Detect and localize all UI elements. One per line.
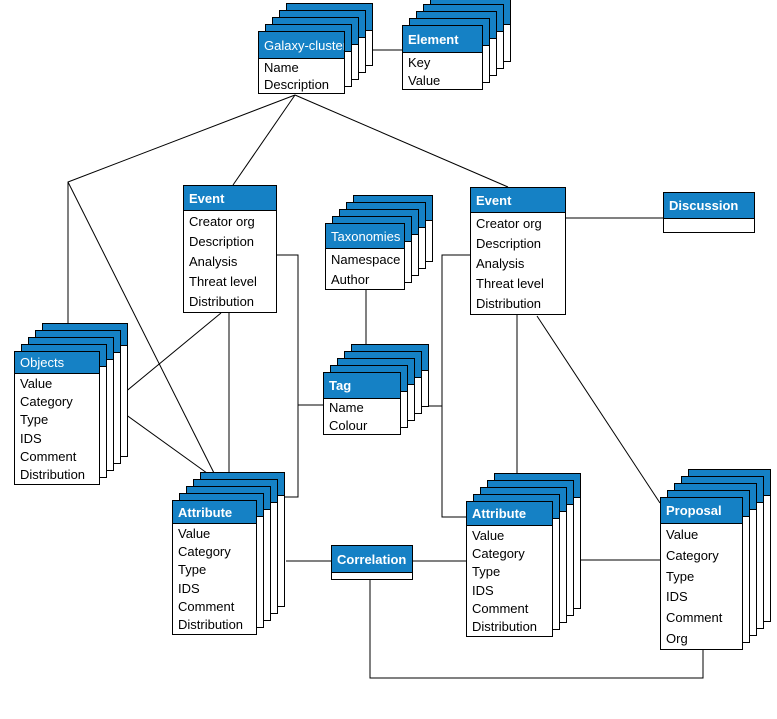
entity-tag: Tag Name Colour (323, 344, 429, 435)
entity-box: Element Key Value (402, 25, 483, 90)
entity-box: Attribute Value Category Type IDS Commen… (466, 501, 553, 637)
entity-fields: Creator org Description Analysis Threat … (471, 213, 565, 314)
field-label: Description (189, 233, 255, 249)
field-label: Creator org (189, 213, 255, 229)
entity-galaxy-cluster: Galaxy-cluster Name Description (258, 3, 373, 94)
field-label: Distribution (476, 296, 542, 312)
entity-objects: Objects Value Category Type IDS Comment … (14, 323, 128, 485)
entity-element: Element Key Value (402, 0, 511, 90)
entity-title: Tag (324, 373, 400, 399)
entity-box: Galaxy-cluster Name Description (258, 31, 345, 94)
field-label: Name (329, 400, 364, 416)
connector-galaxy-event-right (294, 94, 509, 188)
entity-taxonomies: Taxonomies Namespace Author (325, 195, 433, 290)
field-label: Comment (666, 610, 723, 626)
field-label: Analysis (189, 253, 238, 269)
connector-galaxy-attribute-left (67, 181, 219, 482)
field-label: Threat level (476, 276, 544, 292)
entity-fields: Value Category Type IDS Comment Org (661, 524, 742, 649)
entity-attribute-right: Attribute Value Category Type IDS Commen… (466, 473, 581, 637)
entity-title: Attribute (173, 501, 256, 524)
field-label: Value (178, 525, 211, 541)
field-label: Comment (472, 600, 529, 616)
field-label: Value (666, 526, 699, 542)
field-label: Threat level (189, 274, 257, 290)
field-label: Distribution (472, 619, 538, 635)
field-label: Type (20, 412, 49, 428)
entity-proposal: Proposal Value Category Type IDS Comment… (660, 469, 771, 650)
entity-box: Discussion (663, 192, 755, 233)
entity-fields: Value Category Type IDS Comment Distribu… (173, 524, 256, 634)
entity-title: Event (471, 188, 565, 213)
field-label: Distribution (178, 617, 244, 633)
entity-fields: Value Category Type IDS Comment Distribu… (467, 526, 552, 636)
connector-correlation-proposal (369, 580, 704, 679)
connector-event-right-proposal (536, 315, 661, 504)
field-label: Comment (178, 598, 235, 614)
field-label: Comment (20, 448, 77, 464)
field-label: Name (264, 60, 299, 75)
entity-event-right: Event Creator org Description Analysis T… (470, 187, 566, 315)
entity-fields: Creator org Description Analysis Threat … (184, 211, 276, 312)
entity-correlation: Correlation (331, 545, 413, 580)
entity-attribute-left: Attribute Value Category Type IDS Commen… (172, 472, 285, 635)
entity-title: Event (184, 186, 276, 211)
connector-event-left-objects (117, 312, 222, 399)
entity-box: Event Creator org Description Analysis T… (183, 185, 277, 313)
field-label: Category (472, 545, 525, 561)
entity-box: Event Creator org Description Analysis T… (470, 187, 566, 315)
connector-objects-attribute-left (117, 408, 219, 482)
entity-title: Objects (15, 352, 99, 374)
field-label: IDS (178, 580, 200, 596)
entity-box: Objects Value Category Type IDS Comment … (14, 351, 100, 485)
field-label: Category (20, 393, 73, 409)
entity-title: Element (403, 26, 482, 53)
field-label: Description (264, 77, 330, 92)
entity-discussion: Discussion (663, 192, 755, 233)
field-label: Analysis (476, 255, 525, 271)
field-label: IDS (666, 589, 688, 605)
entity-box: Tag Name Colour (323, 372, 401, 435)
entity-title: Galaxy-cluster (259, 32, 344, 59)
field-label: Value (472, 527, 505, 543)
field-label: Value (408, 72, 441, 88)
field-label: Category (666, 547, 719, 563)
entity-title: Taxonomies (326, 224, 404, 249)
entity-title: Proposal (661, 498, 742, 524)
entity-title: Correlation (332, 546, 412, 573)
field-label: IDS (20, 430, 42, 446)
entity-box: Attribute Value Category Type IDS Commen… (172, 500, 257, 635)
connector-event-right-elbow (441, 254, 470, 518)
field-label: Author (331, 271, 370, 287)
field-label: Distribution (189, 294, 255, 310)
connector-event-left-elbow (277, 254, 299, 498)
field-label: Creator org (476, 215, 542, 231)
field-label: Value (20, 375, 53, 391)
entity-fields: Name Colour (324, 399, 400, 434)
field-label: Distribution (20, 467, 86, 483)
field-label: Description (476, 235, 542, 251)
entity-fields (664, 219, 754, 232)
entity-fields (332, 573, 412, 579)
connector-galaxy-event-left (232, 94, 296, 186)
field-label: Org (666, 631, 688, 647)
field-label: Key (408, 54, 431, 70)
entity-fields: Value Category Type IDS Comment Distribu… (15, 374, 99, 484)
field-label: Colour (329, 417, 368, 433)
field-label: Type (472, 564, 501, 580)
field-label: Type (178, 562, 207, 578)
entity-fields: Key Value (403, 53, 482, 89)
field-label: Namespace (331, 251, 401, 267)
field-label: Type (666, 568, 695, 584)
entity-fields: Namespace Author (326, 249, 404, 289)
field-label: Category (178, 543, 231, 559)
entity-box: Proposal Value Category Type IDS Comment… (660, 497, 743, 650)
entity-fields: Name Description (259, 59, 344, 93)
field-label: IDS (472, 582, 494, 598)
entity-title: Discussion (664, 193, 754, 219)
entity-box: Taxonomies Namespace Author (325, 223, 405, 290)
entity-event-left: Event Creator org Description Analysis T… (183, 185, 277, 313)
entity-box: Correlation (331, 545, 413, 580)
entity-title: Attribute (467, 502, 552, 526)
